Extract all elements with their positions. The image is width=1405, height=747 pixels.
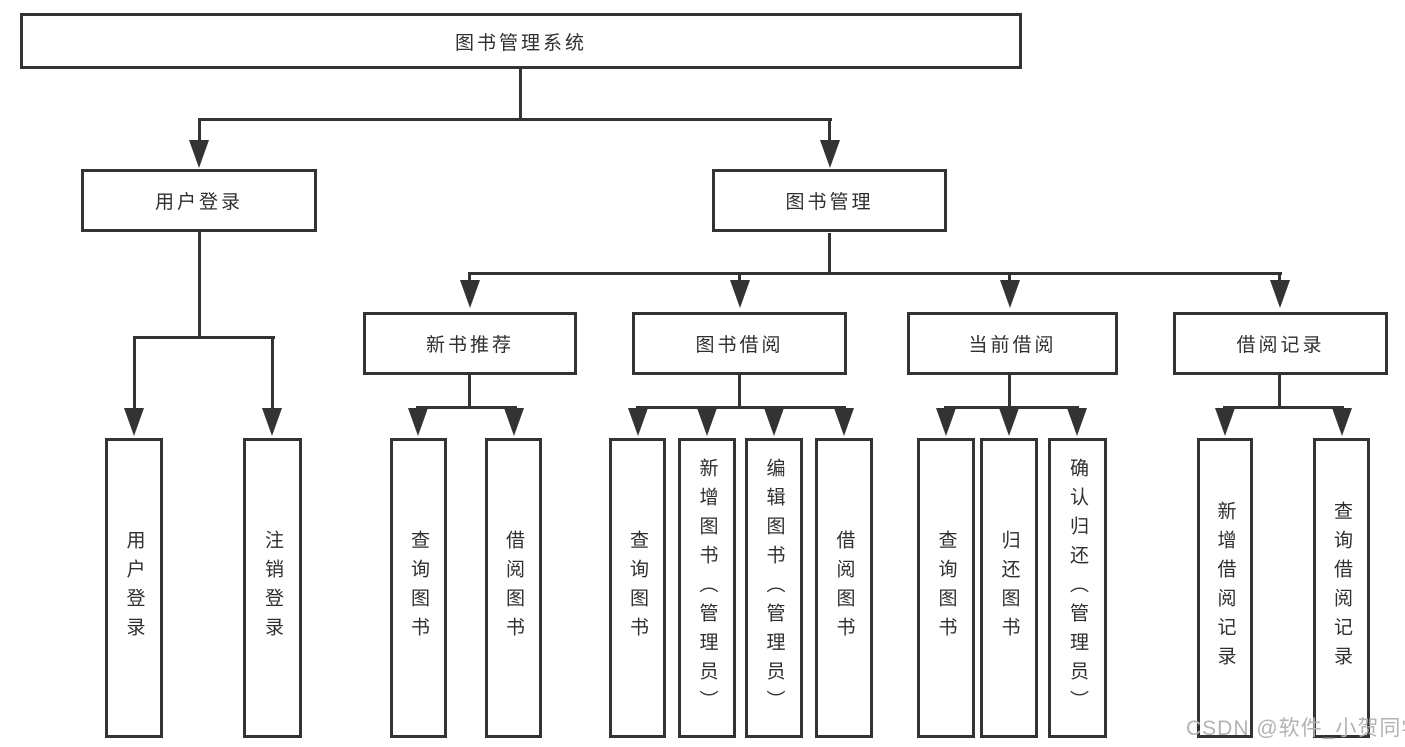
connector-line xyxy=(133,336,275,339)
node-label: 查询图书 xyxy=(935,530,957,646)
arrowhead-down-icon xyxy=(999,408,1019,436)
connector-line xyxy=(198,118,201,143)
connector-line xyxy=(944,406,1079,409)
node-label: 图书管理系统 xyxy=(454,32,587,54)
node-label: 用户登录 xyxy=(154,192,243,213)
arrowhead-down-icon xyxy=(262,408,282,436)
node-leaf-user-login: 用户登录 xyxy=(105,438,163,738)
connector-line xyxy=(416,406,517,409)
node-label: 新增借阅记录 xyxy=(1214,501,1236,675)
arrowhead-down-icon xyxy=(1332,408,1352,436)
connector-line xyxy=(468,375,471,407)
node-label: 查询图书 xyxy=(408,530,429,646)
connector-line xyxy=(468,272,1282,275)
connector-line xyxy=(271,336,274,410)
node-leaf-query-borrow-record: 查询借阅记录 xyxy=(1313,438,1370,738)
node-label: 借阅图书 xyxy=(503,530,524,646)
node-leaf-query-books-2: 查询图书 xyxy=(609,438,666,738)
node-label: 编辑图书（管理员） xyxy=(763,457,785,719)
node-leaf-add-books-admin: 新增图书（管理员） xyxy=(678,438,736,738)
node-label: 新书推荐 xyxy=(425,335,514,356)
watermark: CSDN @软件_小贺同学 xyxy=(1186,717,1405,740)
node-label: 图书管理 xyxy=(785,192,874,213)
arrowhead-down-icon xyxy=(1270,280,1290,308)
arrowhead-down-icon xyxy=(936,408,956,436)
connector-line xyxy=(1278,375,1281,407)
arrowhead-down-icon xyxy=(730,280,750,308)
connector-line xyxy=(636,406,846,409)
arrowhead-down-icon xyxy=(1067,408,1087,436)
connector-line xyxy=(198,118,832,121)
arrowhead-down-icon xyxy=(504,408,524,436)
arrowhead-down-icon xyxy=(408,408,428,436)
arrowhead-down-icon xyxy=(820,140,840,168)
node-leaf-edit-books-admin: 编辑图书（管理员） xyxy=(745,438,803,738)
arrowhead-down-icon xyxy=(189,140,209,168)
node-label: 借阅记录 xyxy=(1236,335,1325,356)
arrowhead-down-icon xyxy=(124,408,144,436)
node-user-login-branch: 用户登录 xyxy=(81,169,317,232)
node-leaf-query-books-3: 查询图书 xyxy=(917,438,975,738)
node-book-management-branch: 图书管理 xyxy=(712,169,947,232)
node-book-borrowing: 图书借阅 xyxy=(632,312,847,375)
node-label: 用户登录 xyxy=(123,530,145,646)
connector-line xyxy=(133,336,136,410)
node-label: 新增图书（管理员） xyxy=(696,457,718,719)
connector-line xyxy=(828,118,831,143)
arrowhead-down-icon xyxy=(460,280,480,308)
connector-line xyxy=(1278,272,1281,282)
node-current-borrowing: 当前借阅 xyxy=(907,312,1118,375)
node-label: 借阅图书 xyxy=(833,530,855,646)
arrowhead-down-icon xyxy=(764,408,784,436)
connector-line xyxy=(738,272,741,282)
arrowhead-down-icon xyxy=(1215,408,1235,436)
node-label: 查询借阅记录 xyxy=(1331,501,1352,675)
arrowhead-down-icon xyxy=(697,408,717,436)
arrowhead-down-icon xyxy=(834,408,854,436)
node-label: 注销登录 xyxy=(262,530,283,646)
node-borrowing-records: 借阅记录 xyxy=(1173,312,1388,375)
connector-line xyxy=(1008,375,1011,407)
node-leaf-borrow-books-2: 借阅图书 xyxy=(815,438,873,738)
connector-line xyxy=(828,233,831,275)
connector-line xyxy=(198,232,201,336)
node-library-management-system: 图书管理系统 xyxy=(20,13,1022,69)
node-leaf-add-borrow-record: 新增借阅记录 xyxy=(1197,438,1253,738)
arrowhead-down-icon xyxy=(1000,280,1020,308)
node-label: 归还图书 xyxy=(998,530,1020,646)
node-leaf-query-books-1: 查询图书 xyxy=(390,438,447,738)
connector-line xyxy=(519,68,522,118)
node-label: 图书借阅 xyxy=(695,335,784,356)
node-label: 查询图书 xyxy=(627,530,648,646)
connector-line xyxy=(1008,272,1011,282)
node-label: 当前借阅 xyxy=(968,335,1057,356)
node-leaf-confirm-return-admin: 确认归还（管理员） xyxy=(1048,438,1107,738)
node-leaf-logout: 注销登录 xyxy=(243,438,302,738)
connector-line xyxy=(1223,406,1344,409)
node-label: 确认归还（管理员） xyxy=(1067,457,1088,719)
connector-line xyxy=(468,272,471,282)
node-new-book-recommend: 新书推荐 xyxy=(363,312,577,375)
connector-line xyxy=(738,375,741,407)
arrowhead-down-icon xyxy=(628,408,648,436)
node-leaf-borrow-books-1: 借阅图书 xyxy=(485,438,542,738)
node-leaf-return-books: 归还图书 xyxy=(980,438,1038,738)
